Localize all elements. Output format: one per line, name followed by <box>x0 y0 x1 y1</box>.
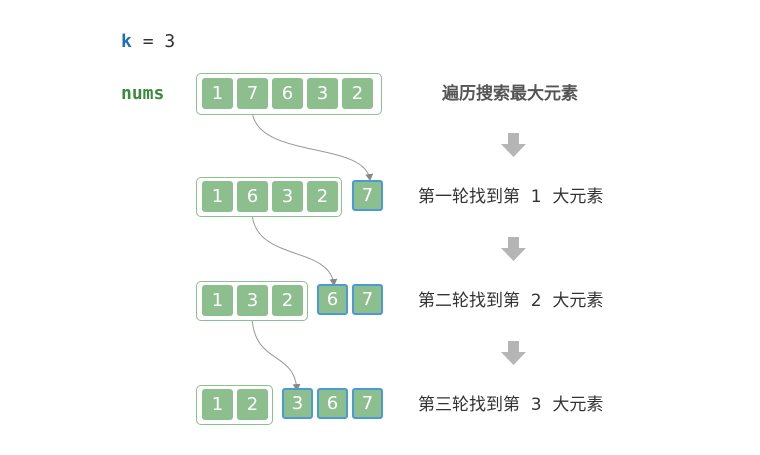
k-equals: = <box>142 31 154 52</box>
step-label: 第二轮找到第 2 大元素 <box>418 291 604 311</box>
step-label: 第一轮找到第 1 大元素 <box>418 187 604 207</box>
array-cell: 1 <box>202 285 233 316</box>
array-cell: 3 <box>237 285 268 316</box>
array-cell: 3 <box>307 78 338 109</box>
array-cell: 1 <box>202 389 233 420</box>
array-cell: 7 <box>237 78 268 109</box>
array-cell: 2 <box>342 78 373 109</box>
array-cell: 1 <box>202 78 233 109</box>
k-value: 3 <box>164 31 176 52</box>
array-cell: 3 <box>272 181 303 212</box>
step-label: 第三轮找到第 3 大元素 <box>418 395 604 415</box>
top-k-cell: 7 <box>352 284 383 315</box>
remaining-array-group: 1 2 <box>196 385 273 425</box>
top-k-cell: 6 <box>317 284 348 315</box>
array-cell: 2 <box>237 389 268 420</box>
down-arrow-icon <box>501 237 526 261</box>
array-cell: 6 <box>272 78 303 109</box>
top-k-cell: 6 <box>317 388 348 419</box>
move-curve-3 <box>251 317 301 391</box>
remaining-array-group: 1 3 2 <box>196 281 308 321</box>
nums-array-group: 1 7 6 3 2 <box>196 73 382 115</box>
top-k-cell: 7 <box>352 180 383 211</box>
array-cell: 6 <box>237 181 268 212</box>
down-arrow-icon <box>501 341 526 365</box>
array-cell: 1 <box>202 181 233 212</box>
top-k-cell: 3 <box>282 388 313 419</box>
remaining-array-group: 1 6 3 2 <box>196 177 342 217</box>
k-variable: k <box>121 31 132 52</box>
move-curve-1 <box>251 109 374 181</box>
array-cell: 2 <box>272 285 303 316</box>
move-curve-2 <box>251 212 338 286</box>
step-label: 遍历搜索最大元素 <box>442 84 578 104</box>
nums-label: nums <box>121 83 165 104</box>
top-k-cell: 7 <box>352 388 383 419</box>
down-arrow-icon <box>501 133 526 157</box>
k-assignment: k = 3 <box>121 30 175 54</box>
array-cell: 2 <box>307 181 338 212</box>
